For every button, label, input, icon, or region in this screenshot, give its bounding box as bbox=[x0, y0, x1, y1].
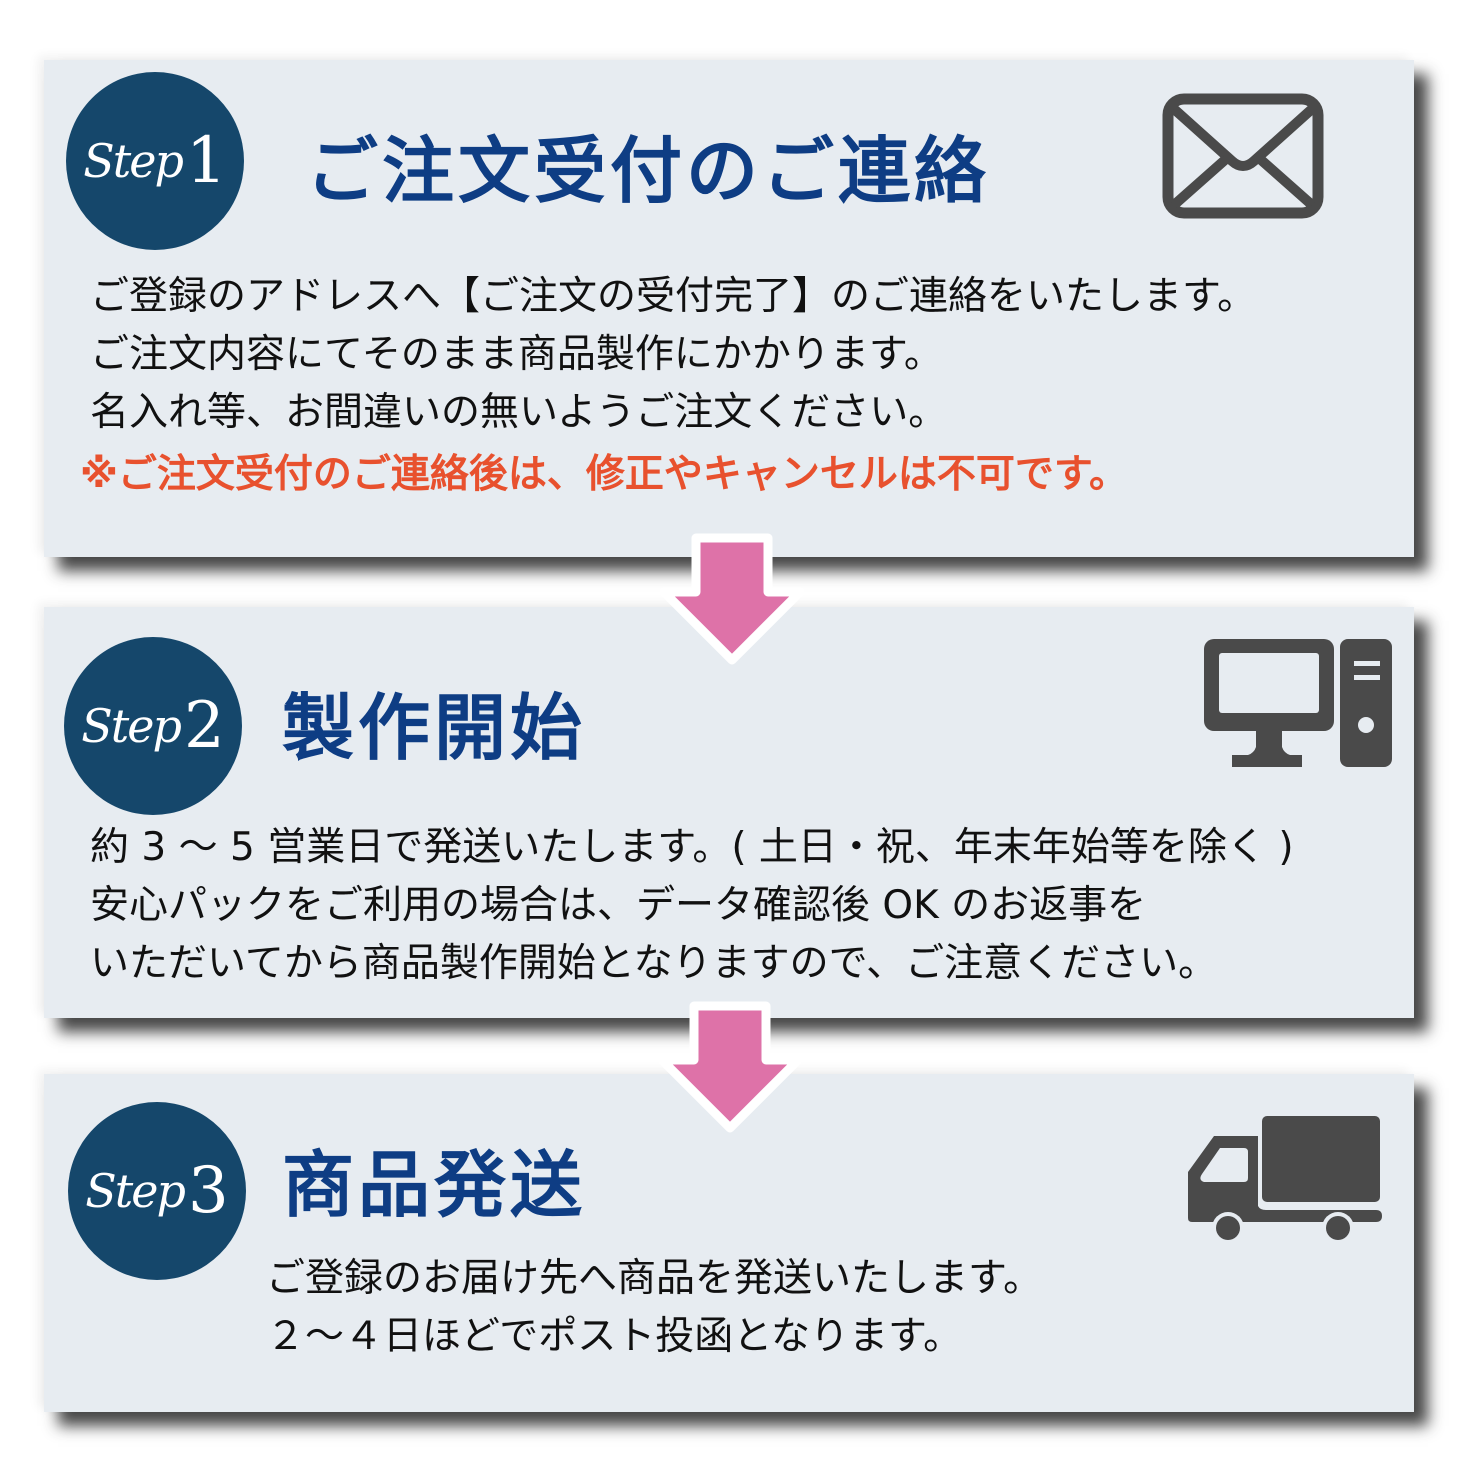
step-3-title: 商品発送 bbox=[282, 1143, 587, 1227]
delivery-truck-icon bbox=[1188, 1116, 1382, 1244]
step-label: Step bbox=[83, 134, 184, 188]
envelope-icon bbox=[1162, 93, 1324, 219]
description-line: ２～４日ほどでポスト投函となります。 bbox=[266, 1314, 963, 1359]
step-2-card: Step 2 製作開始 約 3 ～ 5 営業日で発送いたします。( 土日・祝、年… bbox=[44, 607, 1414, 1018]
step-number: 3 bbox=[187, 1154, 229, 1228]
description-line: ご登録のお届け先へ商品を発送いたします。 bbox=[266, 1256, 1043, 1301]
down-arrow-icon bbox=[659, 533, 805, 665]
step-number: 1 bbox=[185, 124, 227, 198]
step-1-title: ご注文受付のご連絡 bbox=[306, 129, 991, 213]
step-2-badge: Step 2 bbox=[64, 637, 242, 815]
step-1-description: ご登録のアドレスへ【ご注文の受付完了】のご連絡をいたします。 ご注文内容にてその… bbox=[80, 268, 1257, 504]
step-1-badge: Step 1 bbox=[66, 72, 244, 250]
down-arrow-icon bbox=[657, 1001, 803, 1133]
step-1-card: Step 1 ご注文受付のご連絡 ご登録のアドレスへ【ご注文の受付完了】のご連絡… bbox=[44, 60, 1414, 557]
description-line: ご登録のアドレスへ【ご注文の受付完了】のご連絡をいたします。 bbox=[90, 274, 1257, 319]
step-2-title: 製作開始 bbox=[282, 686, 587, 770]
step-3-badge: Step 3 bbox=[68, 1102, 246, 1280]
step-label: Step bbox=[85, 1164, 186, 1218]
step-label: Step bbox=[81, 699, 182, 753]
step-3-description: ご登録のお届け先へ商品を発送いたします。 ２～４日ほどでポスト投函となります。 bbox=[266, 1250, 1042, 1366]
description-line: 約 3 ～ 5 営業日で発送いたします。( 土日・祝、年末年始等を除く ) bbox=[90, 825, 1294, 870]
step-number: 2 bbox=[183, 689, 225, 763]
description-line: ご注文内容にてそのまま商品製作にかかります。 bbox=[90, 332, 943, 377]
step-2-description: 約 3 ～ 5 営業日で発送いたします。( 土日・祝、年末年始等を除く ) 安心… bbox=[90, 819, 1294, 993]
description-line: 安心パックをご利用の場合は、データ確認後 OK のお返事を bbox=[90, 883, 1147, 928]
description-line: 名入れ等、お間違いの無いようご注文ください。 bbox=[90, 390, 948, 435]
warning-notice: ※ご注文受付のご連絡後は、修正やキャンセルは不可です。 bbox=[80, 452, 1129, 497]
description-line: いただいてから商品製作開始となりますので、ご注意ください。 bbox=[90, 941, 1218, 986]
desktop-computer-icon bbox=[1204, 639, 1392, 767]
